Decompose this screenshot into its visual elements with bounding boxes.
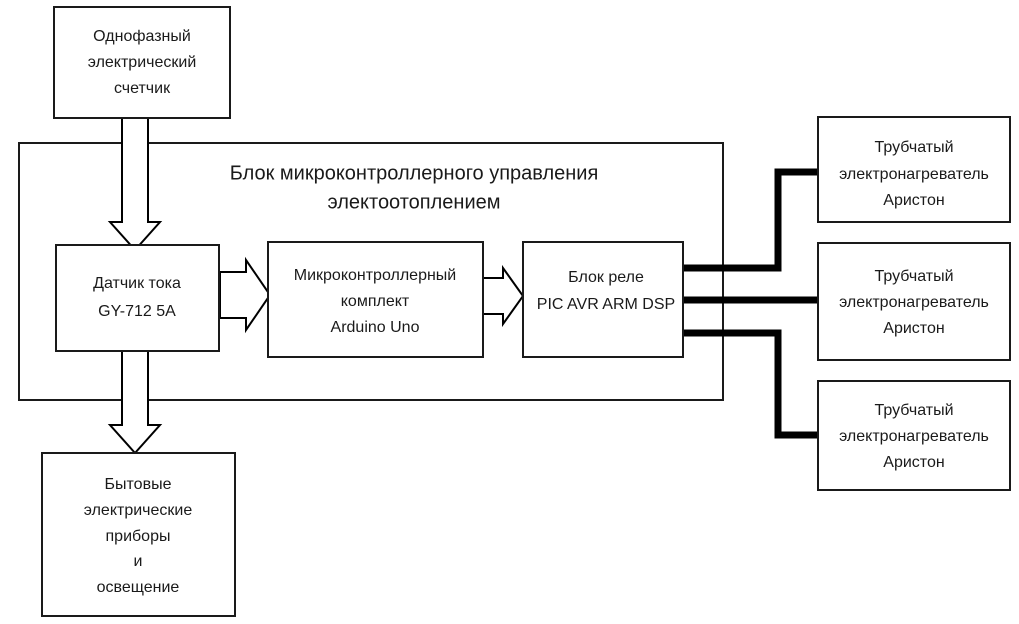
relay-to-heater-3-path — [683, 329, 818, 439]
heater-2-label-line-2: электронагреватель — [839, 294, 989, 311]
current-sensor-label-line-1: Датчик тока — [93, 275, 181, 292]
household-loads-label-line-2: электрические — [84, 502, 193, 519]
meter-label-line-2: электрический — [88, 54, 197, 71]
relay-block-label-group: Блок реле PIC AVR ARM DSP — [537, 269, 675, 313]
heater-3-label-line-2: электронагреватель — [839, 428, 989, 445]
heater-1-box — [817, 116, 1011, 223]
microcontroller-label-line-2: комплект — [341, 293, 410, 310]
node-household-loads: Бытовые электрические приборы и освещени… — [41, 452, 236, 617]
connector-relay-to-heater-1 — [683, 168, 818, 272]
microcontroller-to-relay-arrow-shape — [482, 264, 525, 328]
controller-container-title-line-1: Блок микроконтроллерного управления — [230, 162, 599, 184]
connector-sensor-to-household — [107, 350, 163, 455]
meter-label-line-1: Однофазный — [93, 28, 191, 45]
heater-3-label-line-1: Трубчатый — [874, 402, 953, 419]
household-loads-label-line-3: приборы — [106, 528, 171, 545]
current-sensor-box — [55, 244, 220, 352]
household-loads-label-line-4: и — [134, 553, 143, 570]
sensor-to-household-arrow-shape — [107, 350, 163, 455]
connector-sensor-to-microcontroller — [219, 256, 272, 334]
node-meter: Однофазный электрический счетчик — [53, 6, 231, 119]
node-relay-block: Блок реле PIC AVR ARM DSP — [522, 241, 684, 358]
microcontroller-label-line-1: Микроконтроллерный — [294, 267, 457, 284]
meter-box — [53, 6, 231, 119]
connector-relay-to-heater-3 — [683, 329, 818, 439]
heater-1-label-line-2: электронагреватель — [839, 166, 989, 183]
connector-microcontroller-to-relay — [482, 264, 525, 328]
node-heater-2: Трубчатый электронагреватель Аристон — [817, 242, 1011, 361]
relay-to-heater-1-path — [683, 168, 818, 272]
heater-2-label-line-1: Трубчатый — [874, 268, 953, 285]
microcontroller-box — [267, 241, 484, 358]
node-current-sensor: Датчик тока GY-712 5A — [55, 244, 220, 352]
node-heater-3: Трубчатый электронагреватель Аристон — [817, 380, 1011, 491]
household-loads-label-line-1: Бытовые — [105, 476, 172, 493]
heater-1-label-line-1: Трубчатый — [874, 139, 953, 156]
microcontroller-label-line-3: Arduino Uno — [331, 319, 420, 336]
connector-meter-to-sensor — [107, 117, 163, 252]
heater-3-box — [817, 380, 1011, 491]
sensor-to-microcontroller-arrow-shape — [219, 256, 272, 334]
controller-container-title-line-2: электоотоплением — [327, 191, 500, 213]
current-sensor-label-line-2: GY-712 5A — [98, 303, 176, 320]
heater-1-label-line-3: Аристон — [883, 192, 944, 209]
node-microcontroller: Микроконтроллерный комплект Arduino Uno — [267, 241, 484, 358]
heater-2-label-line-3: Аристон — [883, 320, 944, 337]
household-loads-box — [41, 452, 236, 617]
heater-3-label-line-3: Аристон — [883, 454, 944, 471]
node-controller-container: Блок микроконтроллерного управления элек… — [18, 142, 724, 401]
relay-block-box — [522, 241, 684, 358]
meter-to-sensor-arrow-shape — [107, 117, 163, 252]
relay-block-label-line-2: PIC AVR ARM DSP — [537, 296, 675, 313]
heater-2-box — [817, 242, 1011, 361]
relay-block-label-line-1: Блок реле — [568, 269, 644, 286]
household-loads-label-line-5: освещение — [97, 579, 180, 596]
node-heater-1: Трубчатый электронагреватель Аристон — [817, 116, 1011, 223]
meter-label-line-3: счетчик — [114, 80, 171, 97]
